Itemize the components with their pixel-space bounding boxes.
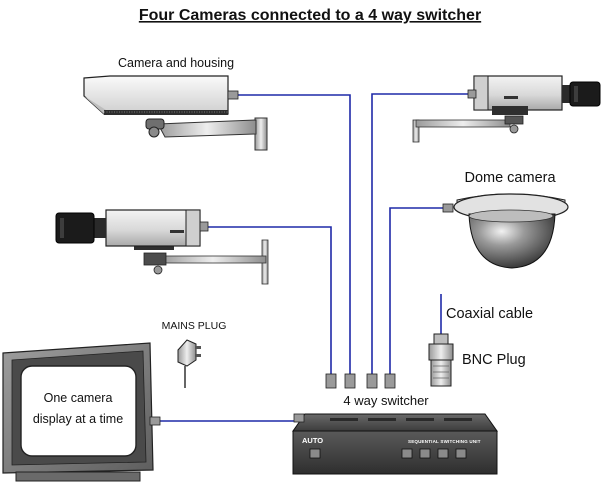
bnc-connector-icon [442,203,454,213]
camera-housing-label: Camera and housing [118,56,234,70]
switcher-auto-label: AUTO [302,436,323,445]
cable-camera-housing [238,94,351,377]
switcher-input-connectors [325,373,396,389]
dome-camera [442,193,569,269]
camera-top-right [412,75,601,143]
bnc-connector-icon [149,416,161,426]
camera-housing [83,75,268,151]
bnc-connector-icon [467,89,477,99]
coaxial-cables [160,93,468,422]
cable-camera-top-right [371,93,468,377]
monitor-screen [20,365,137,457]
bnc-plug [428,333,454,387]
switcher-channel-3-button [437,448,449,459]
camera-left [55,209,269,285]
bnc-connector-icon [227,90,239,100]
switcher-channel-1-button [401,448,413,459]
cable-dome-camera [389,207,446,377]
monitor [2,342,161,482]
dome-camera-label: Dome camera [464,170,556,186]
bnc-connector-icon [199,221,209,232]
diagram-title: Four Cameras connected to a 4 way switch… [139,7,481,24]
bnc-connector-icon [344,373,356,389]
switcher-unit-label: SEQUENTIAL SWITCHING UNIT [408,439,481,444]
mains-plug-label: MAINS PLUG [162,320,227,332]
bnc-connector-icon [366,373,378,389]
monitor-text-line1: One camera [44,391,113,405]
camera-lens-icon [55,212,95,244]
bnc-connector-icon [293,413,305,423]
switcher-auto-button [309,448,321,459]
cable-camera-left [205,226,332,377]
switcher-channel-2-button [419,448,431,459]
monitor-text-line2: display at a time [33,412,123,426]
bnc-plug-label: BNC Plug [462,352,526,368]
bnc-connector-icon [325,373,337,389]
switcher-label: 4 way switcher [343,393,429,408]
bnc-connector-icon [384,373,396,389]
switcher-box [292,413,498,475]
switcher-channel-4-button [455,448,467,459]
mains-plug [177,339,201,388]
coaxial-cable-label: Coaxial cable [446,306,533,322]
